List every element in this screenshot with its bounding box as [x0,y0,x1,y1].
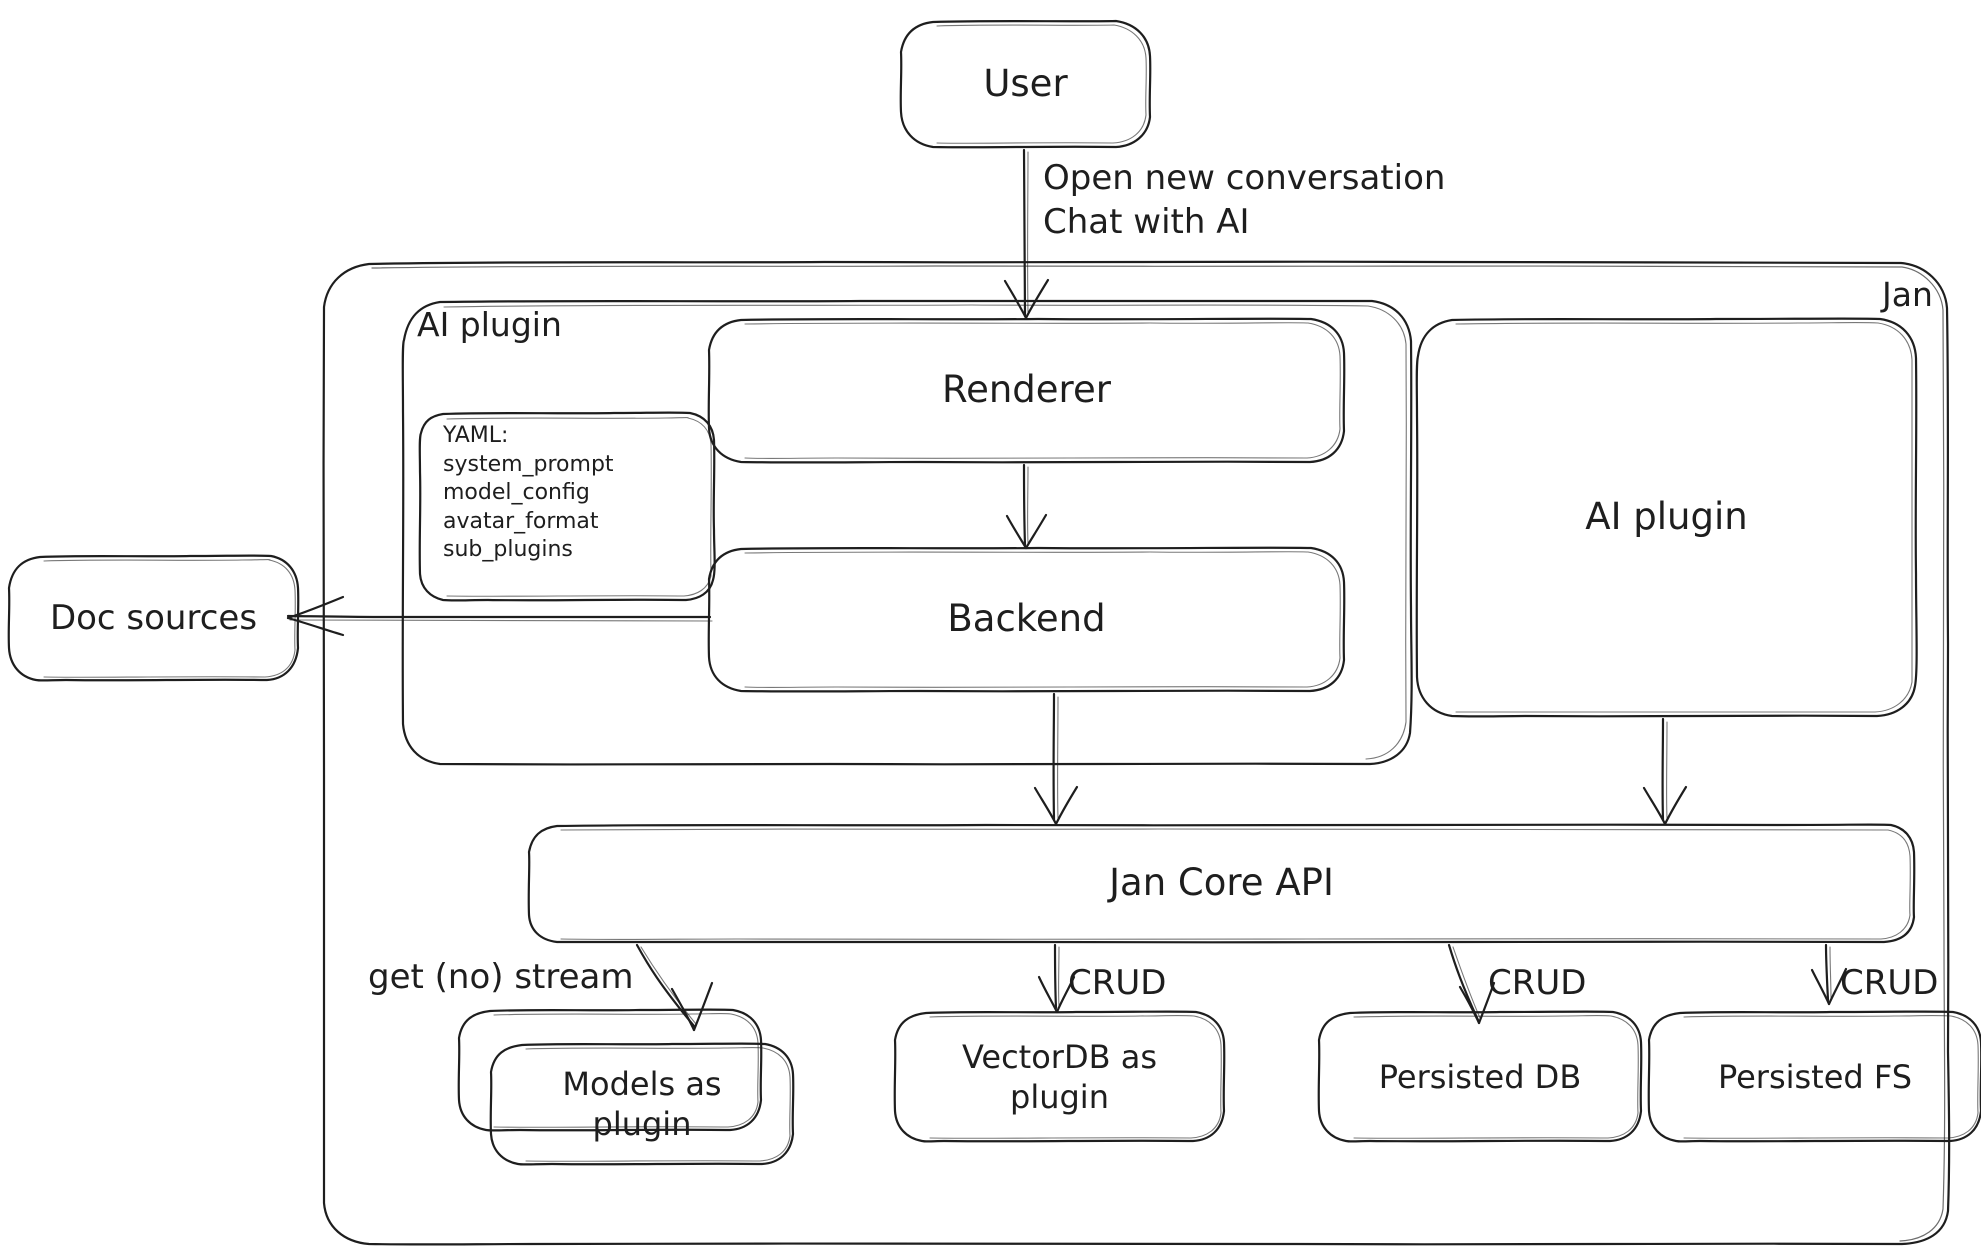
node-yaml-config[interactable]: YAML: system_prompt model_config avatar_… [443,423,614,563]
node-ai-plugin[interactable]: AI plugin [1585,495,1748,539]
edge-backend-to-doc-sources [286,595,713,637]
node-jan-core-api[interactable]: Jan Core API [1109,861,1334,905]
node-vectordb-as-plugin[interactable]: VectorDB as plugin [961,1037,1157,1116]
node-backend[interactable]: Backend [947,597,1106,641]
node-doc-sources[interactable]: Doc sources [49,597,258,638]
edge-api-to-models [635,943,714,1032]
edge-backend-to-jan-core-api [1033,692,1079,826]
edge-user-to-renderer [1003,148,1050,320]
edge-label-crud-persisted-db: CRUD [1488,963,1587,1003]
edge-ai-plugin-to-jan-core-api [1642,717,1688,826]
node-renderer[interactable]: Renderer [942,368,1111,412]
edge-label-crud-persisted-fs: CRUD [1840,963,1939,1003]
edge-label-get-no-stream: get (no) stream [368,957,634,997]
node-models-as-plugin[interactable]: Models as plugin [562,1065,722,1143]
node-persisted-db[interactable]: Persisted DB [1378,1057,1582,1096]
edge-label-crud-vectordb: CRUD [1068,963,1167,1003]
node-user[interactable]: User [983,61,1068,105]
edge-renderer-to-backend [1005,463,1048,550]
container-title-jan: Jan [1882,275,1933,314]
container-title-ai-plugin-group: AI plugin [417,305,562,344]
edge-label-user-to-renderer: Open new conversation Chat with AI [1043,158,1446,243]
node-persisted-fs[interactable]: Persisted FS [1717,1057,1913,1096]
